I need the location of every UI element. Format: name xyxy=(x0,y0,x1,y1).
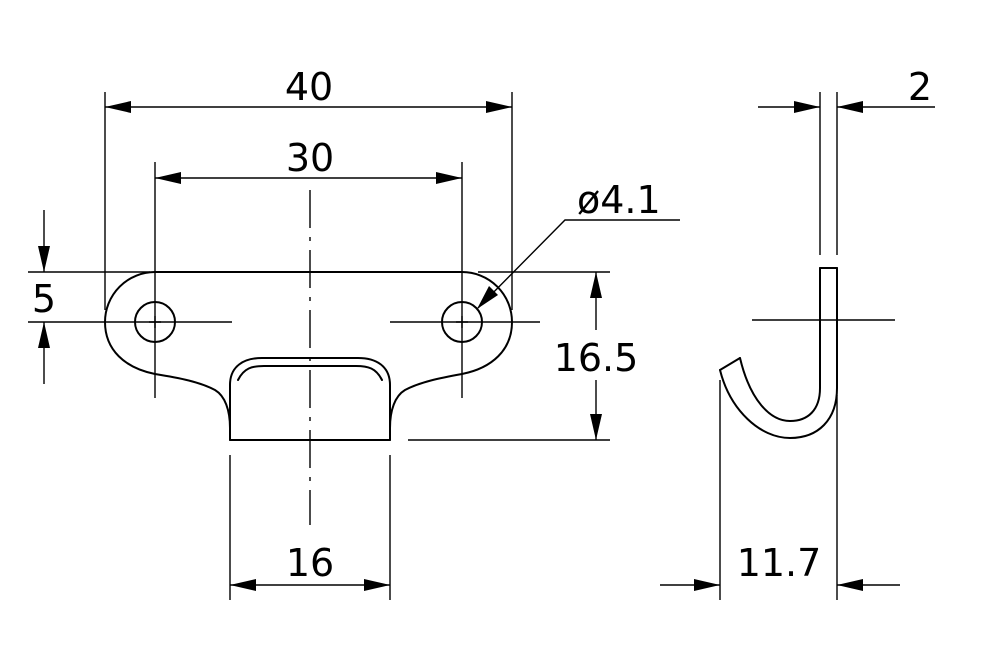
diameter-label: ø4.1 xyxy=(577,178,661,222)
diameter-leader-line xyxy=(477,219,680,309)
dim-16-arrow-right xyxy=(364,579,390,591)
dim-16-arrow-left xyxy=(230,579,256,591)
dim-11-7-label: 11.7 xyxy=(737,541,822,585)
plate-outline xyxy=(104,271,513,441)
side-view-dimensions: 2 11.7 xyxy=(660,65,935,600)
dim-5-extension-lines xyxy=(28,271,150,323)
dim-30-arrow-right xyxy=(436,172,462,184)
dim-2-arrow-right xyxy=(837,101,863,113)
dim-16-5-extension-lines xyxy=(408,271,610,441)
diameter-leader-arrow xyxy=(477,286,498,309)
front-view-dimensions: 40 30 ø4.1 5 16.5 16 xyxy=(28,65,680,600)
dim-5-arrow-top xyxy=(38,246,50,272)
loop-inner-edge xyxy=(237,365,383,381)
hook-inner-profile xyxy=(739,267,821,422)
dim-2-extension-lines xyxy=(819,92,838,255)
dim-5-arrow-bottom xyxy=(38,322,50,348)
dim-11-7-arrow-right xyxy=(837,579,863,591)
dim-40-arrow-right xyxy=(486,101,512,113)
dim-11-7-arrow-left xyxy=(694,579,720,591)
dim-11-7-extension-lines xyxy=(719,380,838,600)
dim-40-arrow-left xyxy=(105,101,131,113)
dim-16-label: 16 xyxy=(286,541,334,585)
dim-2-label: 2 xyxy=(908,65,932,109)
dim-16-5-arrow-top xyxy=(590,272,602,298)
dim-30-arrow-left xyxy=(155,172,181,184)
hook-outer-profile xyxy=(719,267,838,439)
dim-16-5-arrow-bottom xyxy=(590,414,602,440)
dim-5-label: 5 xyxy=(32,277,56,321)
front-view xyxy=(85,162,540,525)
dim-40-label: 40 xyxy=(285,65,333,109)
dim-16-5-label: 16.5 xyxy=(554,336,639,380)
dim-30-label: 30 xyxy=(286,136,334,180)
dim-2-arrow-left xyxy=(794,101,820,113)
side-view xyxy=(719,267,895,439)
hook-tip-cap xyxy=(719,357,741,371)
dim-40-extension-lines xyxy=(104,92,513,310)
dim-16-extension-lines xyxy=(229,455,391,600)
